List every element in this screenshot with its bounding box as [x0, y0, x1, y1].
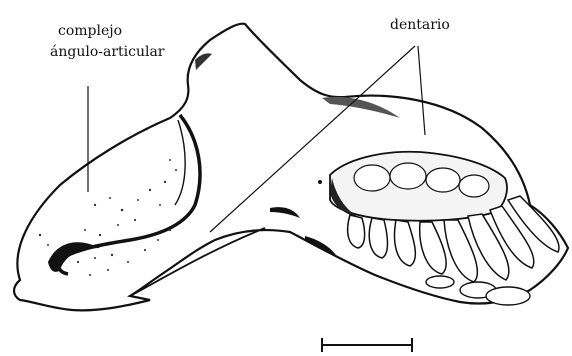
- label-angulo-articular: ángulo-articular: [50, 44, 165, 60]
- label-dentario: dentario: [390, 17, 450, 33]
- label-complejo: complejo: [58, 23, 122, 39]
- scale-bar: [322, 338, 412, 352]
